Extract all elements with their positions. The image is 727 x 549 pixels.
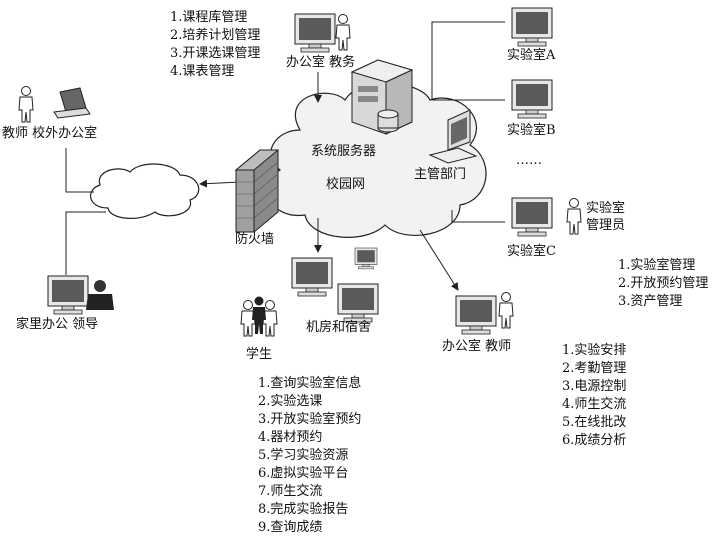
label-lab-c: 实验室C: [507, 244, 556, 259]
teacher-person-icon: [18, 86, 34, 123]
label-campus-net: 校园网: [326, 177, 366, 192]
list-item: 3.电源控制: [562, 379, 627, 394]
lab-admin-functions-list: 1.实验室管理 2.开放预约管理 3.资产管理: [618, 257, 708, 311]
list-item: 5.在线批改: [562, 415, 627, 430]
list-item: 4.器材预约: [258, 430, 323, 445]
label-office-academic: 办公室 教务: [286, 55, 356, 70]
list-item: 9.查询成绩: [258, 520, 323, 535]
list-item: 7.师生交流: [258, 484, 323, 499]
list-item: 8.完成实验报告: [258, 502, 349, 517]
admin-dept-computer-icon: [428, 109, 478, 164]
list-item: 3.资产管理: [618, 294, 683, 309]
list-item: 5.学习实验资源: [258, 448, 349, 463]
label-lab-a: 实验室A: [507, 48, 556, 63]
list-item: 4.课表管理: [170, 64, 235, 79]
list-item: 2.考勤管理: [562, 361, 627, 376]
list-item: 1.查询实验室信息: [258, 376, 362, 391]
list-item: 2.实验选课: [258, 394, 323, 409]
lab-room-monitor-icon: [291, 257, 333, 297]
internet-cloud: [90, 163, 200, 219]
list-item: 1.实验室管理: [618, 258, 696, 273]
list-item: 1.课程库管理: [170, 10, 248, 25]
list-item: 3.开课选课管理: [170, 46, 261, 61]
lab-c-monitor-icon: [511, 197, 553, 237]
label-server: 系统服务器: [311, 144, 377, 159]
label-lab-b: 实验室B: [507, 123, 556, 138]
list-item: 4.师生交流: [562, 397, 627, 412]
connection-lines: [65, 21, 505, 291]
firewall-icon: [234, 149, 280, 233]
teacher-functions-list: 1.实验安排 2.考勤管理 3.电源控制 4.师生交流 5.在线批改 6.成绩分…: [562, 342, 626, 450]
academic-office-monitor-icon: [294, 13, 336, 53]
lab-a-monitor-icon: [511, 7, 553, 47]
label-firewall: 防火墙: [235, 232, 275, 247]
list-item: 2.培养计划管理: [170, 28, 261, 43]
label-admin-dept: 主管部门: [414, 167, 467, 182]
students-group-icon: [240, 296, 278, 337]
teacher-office-person-icon: [498, 292, 514, 329]
label-office-teacher: 办公室 教师: [442, 339, 512, 354]
server-icon: [350, 59, 414, 135]
leader-person-icon: [86, 280, 114, 310]
academic-staff-person-icon: [335, 14, 351, 51]
list-item: 2.开放预约管理: [618, 276, 709, 291]
label-ellipsis: ……: [516, 153, 542, 168]
list-item: 6.成绩分析: [562, 433, 627, 448]
student-functions-list: 1.查询实验室信息 2.实验选课 3.开放实验室预约 4.器材预约 5.学习实验…: [258, 375, 361, 537]
home-office-monitor-icon: [47, 275, 89, 315]
label-lab-rooms: 机房和宿舍: [306, 320, 372, 335]
academic-functions-list: 1.课程库管理 2.培养计划管理 3.开课选课管理 4.课表管理: [170, 9, 260, 81]
lab-b-monitor-icon: [511, 79, 553, 119]
lab-admin-person-icon: [566, 198, 582, 235]
label-lab-admin-2: 管理员: [586, 218, 626, 233]
label-home-leader: 家里办公 领导: [16, 317, 99, 332]
teacher-office-monitor-icon: [455, 295, 497, 335]
dorm-monitor-icon: [337, 283, 379, 323]
dorm-small-monitor-icon: [354, 247, 378, 270]
label-student: 学生: [246, 347, 273, 362]
list-item: 1.实验安排: [562, 343, 627, 358]
list-item: 6.虚拟实验平台: [258, 466, 349, 481]
label-lab-admin-1: 实验室: [586, 201, 626, 216]
list-item: 3.开放实验室预约: [258, 412, 362, 427]
laptop-icon: [53, 87, 91, 119]
label-teacher-off-campus: 教师 校外办公室: [2, 126, 98, 141]
